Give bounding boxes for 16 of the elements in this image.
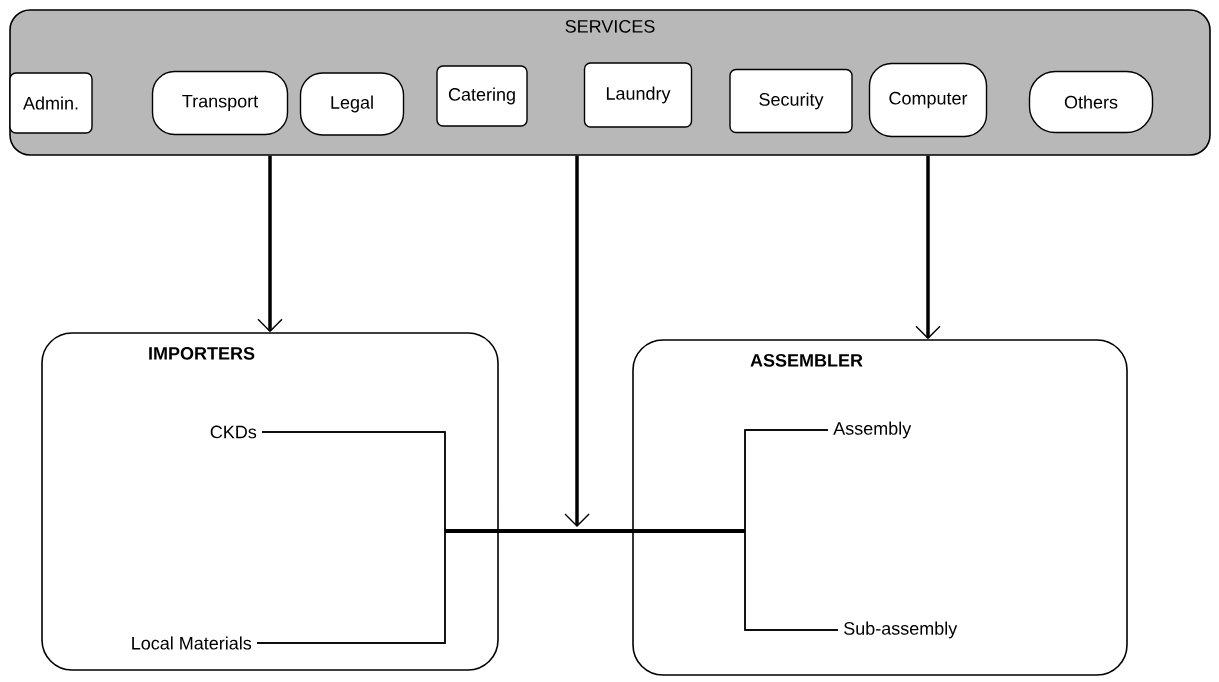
service-box: Transport: [151, 70, 289, 136]
arrow: [915, 155, 941, 340]
connector: [256, 529, 839, 644]
service-box: Security: [729, 68, 853, 134]
service-box: Admin.: [9, 72, 93, 134]
item-label: Sub-assembly: [844, 621, 958, 639]
service-box: Legal: [299, 72, 405, 136]
item-label: Local Materials: [132, 636, 252, 650]
service-box: Laundry: [583, 62, 693, 128]
arrow: [564, 155, 590, 527]
item-label: CKDs: [210, 425, 257, 439]
arrow: [257, 155, 283, 333]
service-box: Computer: [868, 62, 988, 138]
service-box: Others: [1028, 70, 1154, 134]
service-box: Catering: [436, 65, 528, 127]
item-label: Assembly: [833, 421, 912, 439]
